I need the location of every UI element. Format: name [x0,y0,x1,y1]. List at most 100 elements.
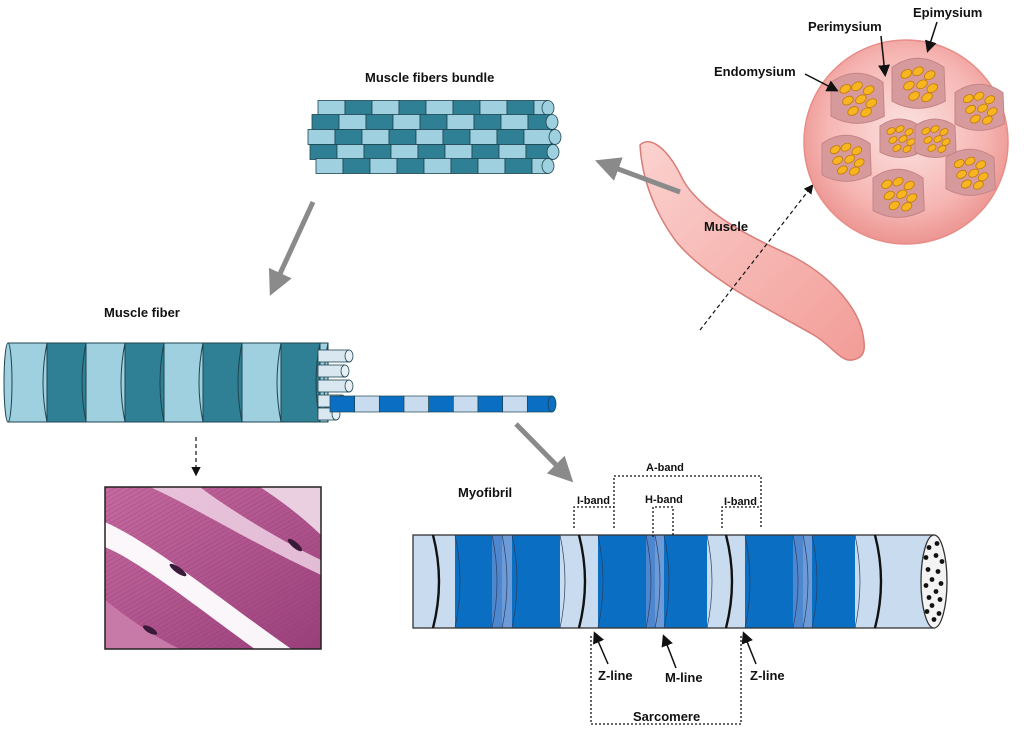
muscle-fiber-dot [860,107,872,118]
bundle-segment [471,144,500,160]
fiber-band-edge [159,342,165,423]
bundle-segment [309,144,338,160]
muscle-shape [639,140,866,361]
bundle-segment [307,129,336,145]
muscle-fiber-dot [986,107,998,117]
bundle-segment [419,114,448,130]
myofibril-band [646,535,655,628]
m-line-label: M-line [665,670,703,685]
band-edge [491,534,498,629]
muscle-fiber-dot [937,145,947,153]
histology-micrograph [104,486,322,650]
z-line-left-label: Z-line [598,668,633,683]
myofibril-band [745,535,793,628]
fascicles [821,57,1005,218]
band-edge [654,534,661,629]
band-brackets [573,475,762,725]
myofilament-dot [923,583,929,588]
z-line-right-label: Z-line [750,668,785,683]
bundle-cylinders [307,100,562,174]
myofibril-rod [317,349,350,363]
fiber-band [46,342,87,423]
muscle-fiber-dot [842,95,854,106]
muscle-fiber-dot [862,85,875,96]
muscle-fiber-dot [939,128,949,136]
endomysium-pointer [804,73,839,92]
bundle-segment [336,144,365,160]
muscle-cross-section: Perimysium Epimysium Endomysium [714,5,1009,245]
fiber-title: Muscle fiber [104,305,180,320]
muscle-fiber-dot [840,142,852,152]
myofilament-dot [926,545,932,550]
extended-myofibril-end [547,395,557,413]
myofilament-dot [939,559,945,564]
myofilament-dot [933,589,939,594]
i-band-left-label: I-band [577,495,610,507]
extended-myofibril-band [502,395,528,413]
myofilament-dot [926,595,932,600]
bundle-segment [523,129,552,145]
muscle-fiber-dot [851,81,863,92]
muscle-label: Muscle [704,219,748,234]
muscle-fiber-dot [964,156,976,166]
epimysium-pointer [925,21,938,53]
bundle-segment [396,158,425,174]
bundle-segment [417,144,446,160]
muscle-fiber-dot [941,138,951,146]
muscle-fiber-dot [903,180,915,191]
bundle-segment [450,158,479,174]
myofibril-rod-end [344,349,354,363]
fiber-left-end [3,342,13,423]
h-band-label: H-band [645,494,683,506]
muscle: Muscle [639,140,866,361]
muscle-fiber-dot [961,179,972,189]
muscle-fiber-dot [923,136,933,144]
bundle-segment [415,129,444,145]
myofibril-rod [317,379,350,393]
myofibril-band [664,535,707,628]
muscle-fiber-dot [962,94,974,104]
extended-myofibril-band [329,395,356,413]
myofilament-dot [936,611,942,616]
fiber-band [202,342,243,423]
myofilament-dot [931,617,937,622]
band-edge [597,534,604,629]
myofibril-title: Myofibril [458,485,512,500]
z-line [431,534,441,629]
bundle-segment [500,114,529,130]
band-edge [511,534,518,629]
cross-section-dashed-arrow [699,184,814,331]
bundle-segment [423,158,452,174]
muscle-fiber-dot [896,189,908,199]
bundle-segment [317,100,346,116]
bundle-segment [342,158,371,174]
muscle-fiber-dot [888,136,898,144]
extended-myofibril-band [477,395,504,413]
muscle-fiber-dot [973,180,984,190]
myofibril-band [413,535,455,628]
myofilament-dot [923,555,929,560]
sarcomere-label: Sarcomere [633,709,700,724]
muscle-fiber-dot [968,168,979,178]
fiber-band-edge [276,342,282,423]
a-band-label: A-band [646,462,684,474]
muscle-fiber-dot [977,172,989,182]
muscle-fiber-dot [912,66,924,77]
myofibril-band [655,535,664,628]
bundle-segment [496,129,525,145]
muscle-fiber-dot [977,103,988,113]
myofibril-rod-end [340,364,350,378]
bundle-segment [504,158,533,174]
bundle-segment [361,129,390,145]
extended-myofibril-band [403,395,430,413]
muscle-fiber-dot [853,158,865,168]
muscle-fiber-dot [906,193,918,203]
band-edge [744,534,751,629]
bundle-segment [398,100,427,116]
myofibril-end-face [920,534,948,629]
muscle-fiber-dot [923,70,936,81]
band-edge [854,534,861,629]
muscle-fiber-dot [930,125,940,133]
bundle-segment [477,158,506,174]
